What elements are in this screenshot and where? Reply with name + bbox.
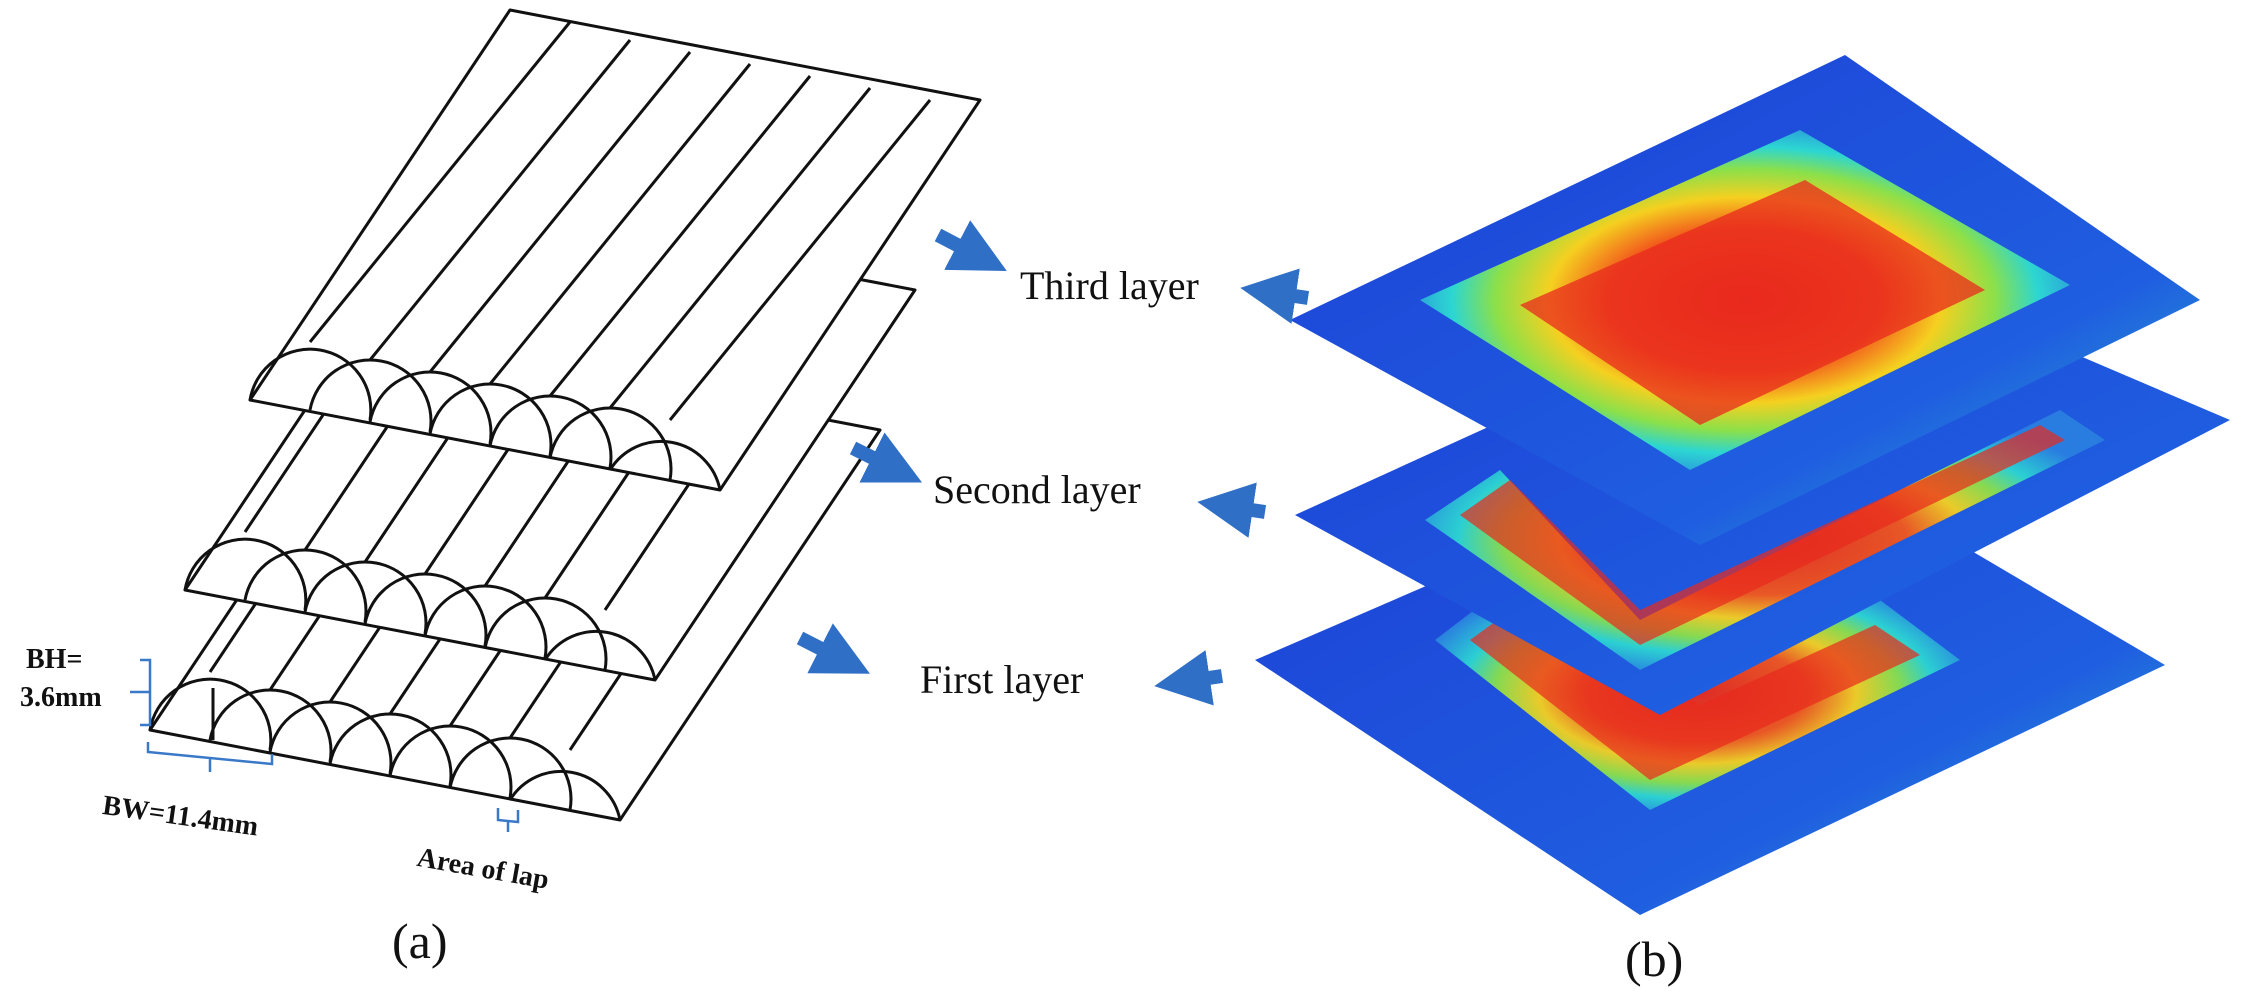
- layer-label-second: Second layer: [933, 467, 1141, 512]
- dimension-brackets: [130, 658, 520, 832]
- bh-value-label: 3.6mm: [20, 682, 102, 713]
- arrow-scan-second: [1197, 482, 1267, 538]
- panel-label-a: (a): [392, 913, 448, 969]
- bh-bracket: [130, 658, 152, 727]
- arrow-schematic-second: [849, 432, 923, 483]
- layer-label-first: First layer: [920, 657, 1084, 702]
- arrow-schematic-third: [934, 220, 1007, 271]
- layer-label-third: Third layer: [1020, 263, 1199, 308]
- panel-label-b: (b): [1625, 931, 1684, 987]
- arrow-schematic-first: [796, 623, 870, 674]
- arrow-scan-third: [1240, 268, 1310, 324]
- lap-bracket: [496, 808, 520, 832]
- arrows: [796, 220, 1310, 706]
- bw-bracket: [146, 742, 274, 772]
- schematic-layers: [148, 8, 982, 822]
- scan-stack: [1255, 55, 2230, 915]
- arrow-scan-first: [1154, 650, 1224, 706]
- bh-label: BH=: [26, 644, 83, 675]
- schematic-third-layer: [248, 8, 982, 492]
- scan-third-layer: [1290, 55, 2200, 545]
